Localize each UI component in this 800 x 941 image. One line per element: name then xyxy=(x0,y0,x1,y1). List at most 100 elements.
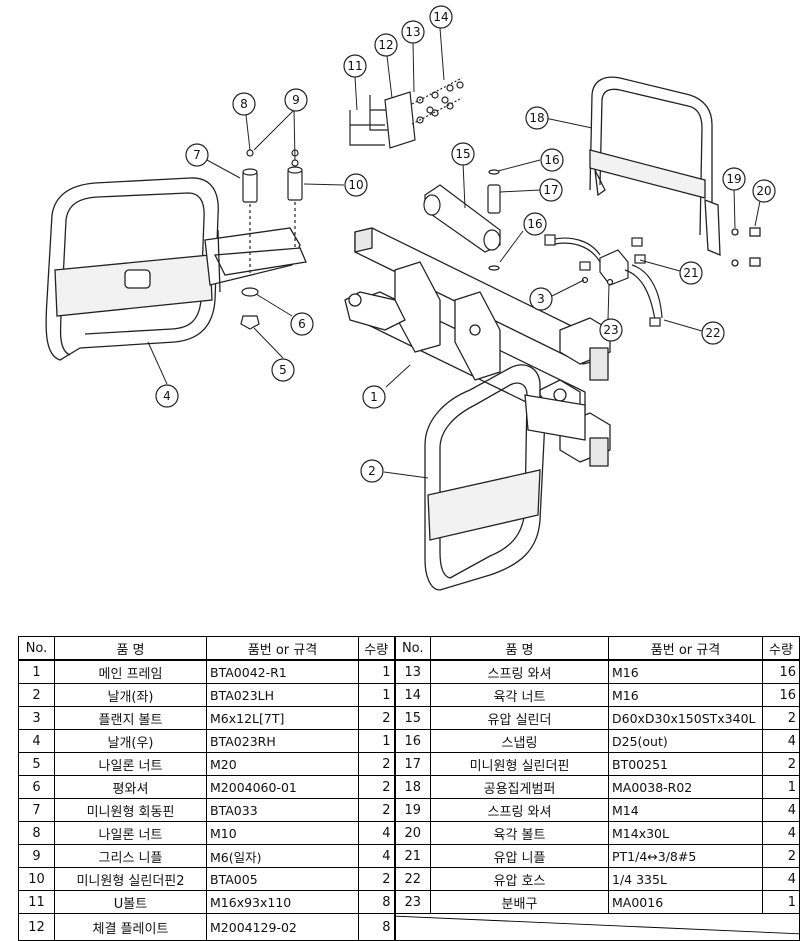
cell-part-name: 체결 플레이트 xyxy=(54,913,207,941)
col-spec: 품번 or 규격 xyxy=(206,636,359,661)
callout-8: 8 xyxy=(240,97,248,111)
cell-part-name: 공용집게범퍼 xyxy=(430,775,609,799)
cell-part-name: 메인 프레임 xyxy=(54,659,207,684)
cell-qty: 2 xyxy=(762,752,800,776)
exploded-assembly-drawing: 1 2 3 4 5 6 7 8 9 10 11 12 13 14 15 16 1… xyxy=(45,5,776,591)
cell-part-spec: BTA023RH xyxy=(206,729,359,753)
cell-no: 23 xyxy=(393,890,431,914)
cell-part-spec: PT1/4↔3/8#5 xyxy=(608,844,763,868)
empty-cell-diagonal xyxy=(393,913,800,941)
table-header-row: No. 품 명 품번 or 규격 수량 No. 품 명 품번 or 규격 수량 xyxy=(18,636,800,661)
cell-no: 15 xyxy=(393,706,431,730)
distributor-hose-assembly xyxy=(544,234,663,327)
callout-bubbles xyxy=(155,5,776,483)
cell-part-name: 스냅링 xyxy=(430,729,609,753)
cell-qty: 16 xyxy=(762,683,800,707)
cell-part-spec: M2004129-02 xyxy=(206,913,359,941)
cell-part-name: 미니원형 회동핀 xyxy=(54,798,207,822)
cell-qty: 8 xyxy=(358,890,395,914)
callout-5: 5 xyxy=(279,363,287,377)
cell-part-name: 미니원형 실린더핀 xyxy=(430,752,609,776)
cell-qty: 4 xyxy=(762,821,800,845)
cell-no: 6 xyxy=(18,775,55,799)
callout-18: 18 xyxy=(529,111,544,125)
cell-qty: 2 xyxy=(358,798,395,822)
cell-qty: 1 xyxy=(358,659,395,684)
cell-part-spec: BTA005 xyxy=(206,867,359,891)
cell-qty: 8 xyxy=(358,913,395,941)
col-spec-2: 품번 or 규격 xyxy=(608,636,763,661)
cell-part-name: 스프링 와셔 xyxy=(430,798,609,822)
cell-no: 10 xyxy=(18,867,55,891)
cell-part-spec: M2004060-01 xyxy=(206,775,359,799)
bumper-part xyxy=(589,76,761,267)
cell-no: 17 xyxy=(393,752,431,776)
cell-no: 13 xyxy=(393,659,431,684)
cell-no: 11 xyxy=(18,890,55,914)
cell-no: 14 xyxy=(393,683,431,707)
callout-labels: 1 2 3 4 5 6 7 8 9 10 11 12 13 14 15 16 1… xyxy=(163,10,771,478)
callout-6: 6 xyxy=(298,317,306,331)
cell-no: 8 xyxy=(18,821,55,845)
u-bolt-assembly xyxy=(349,77,464,149)
callout-16a: 16 xyxy=(544,153,559,167)
callout-17: 17 xyxy=(543,183,558,197)
cell-part-name: 날개(좌) xyxy=(54,683,207,707)
cell-qty: 1 xyxy=(358,683,395,707)
callout-19: 19 xyxy=(726,172,741,186)
cell-part-name: 유압 니플 xyxy=(430,844,609,868)
cell-no: 20 xyxy=(393,821,431,845)
cell-qty: 2 xyxy=(762,706,800,730)
cell-part-spec: 1/4 335L xyxy=(608,867,763,891)
cell-no: 16 xyxy=(393,729,431,753)
cell-part-spec: BTA023LH xyxy=(206,683,359,707)
cell-qty: 2 xyxy=(358,867,395,891)
cell-part-name: 유압 실린더 xyxy=(430,706,609,730)
cell-part-name: 나일론 너트 xyxy=(54,752,207,776)
cell-no: 12 xyxy=(18,913,55,941)
cell-part-name: 유압 호스 xyxy=(430,867,609,891)
diagonal-strike xyxy=(396,915,799,935)
callout-4: 4 xyxy=(163,389,171,403)
cell-part-spec: BTA033 xyxy=(206,798,359,822)
cell-part-spec: M6x12L[7T] xyxy=(206,706,359,730)
cell-no: 4 xyxy=(18,729,55,753)
cell-qty: 4 xyxy=(762,867,800,891)
callout-2: 2 xyxy=(368,464,376,478)
cell-part-name: 분배구 xyxy=(430,890,609,914)
cell-part-spec: D25(out) xyxy=(608,729,763,753)
cell-qty: 2 xyxy=(358,706,395,730)
leader-lines xyxy=(147,27,761,479)
cell-qty: 2 xyxy=(358,752,395,776)
callout-22: 22 xyxy=(705,326,720,340)
cell-qty: 16 xyxy=(762,659,800,684)
cell-part-spec: M10 xyxy=(206,821,359,845)
cell-part-spec: M14 xyxy=(608,798,763,822)
wing-left-part xyxy=(424,364,586,591)
cell-part-name: 플랜지 볼트 xyxy=(54,706,207,730)
cell-no: 9 xyxy=(18,844,55,868)
cell-no: 18 xyxy=(393,775,431,799)
callout-16b: 16 xyxy=(527,217,542,231)
wing-right-part xyxy=(45,177,307,361)
cell-part-spec: M20 xyxy=(206,752,359,776)
cell-no: 19 xyxy=(393,798,431,822)
callout-1: 1 xyxy=(370,390,378,404)
callout-9: 9 xyxy=(292,93,300,107)
cell-no: 21 xyxy=(393,844,431,868)
cell-part-name: 평와셔 xyxy=(54,775,207,799)
cell-no: 7 xyxy=(18,798,55,822)
cell-qty: 2 xyxy=(762,844,800,868)
cell-part-spec: D60xD30x150STx340L xyxy=(608,706,763,730)
cell-part-name: 스프링 와셔 xyxy=(430,659,609,684)
cell-qty: 1 xyxy=(358,729,395,753)
cell-qty: 1 xyxy=(762,775,800,799)
